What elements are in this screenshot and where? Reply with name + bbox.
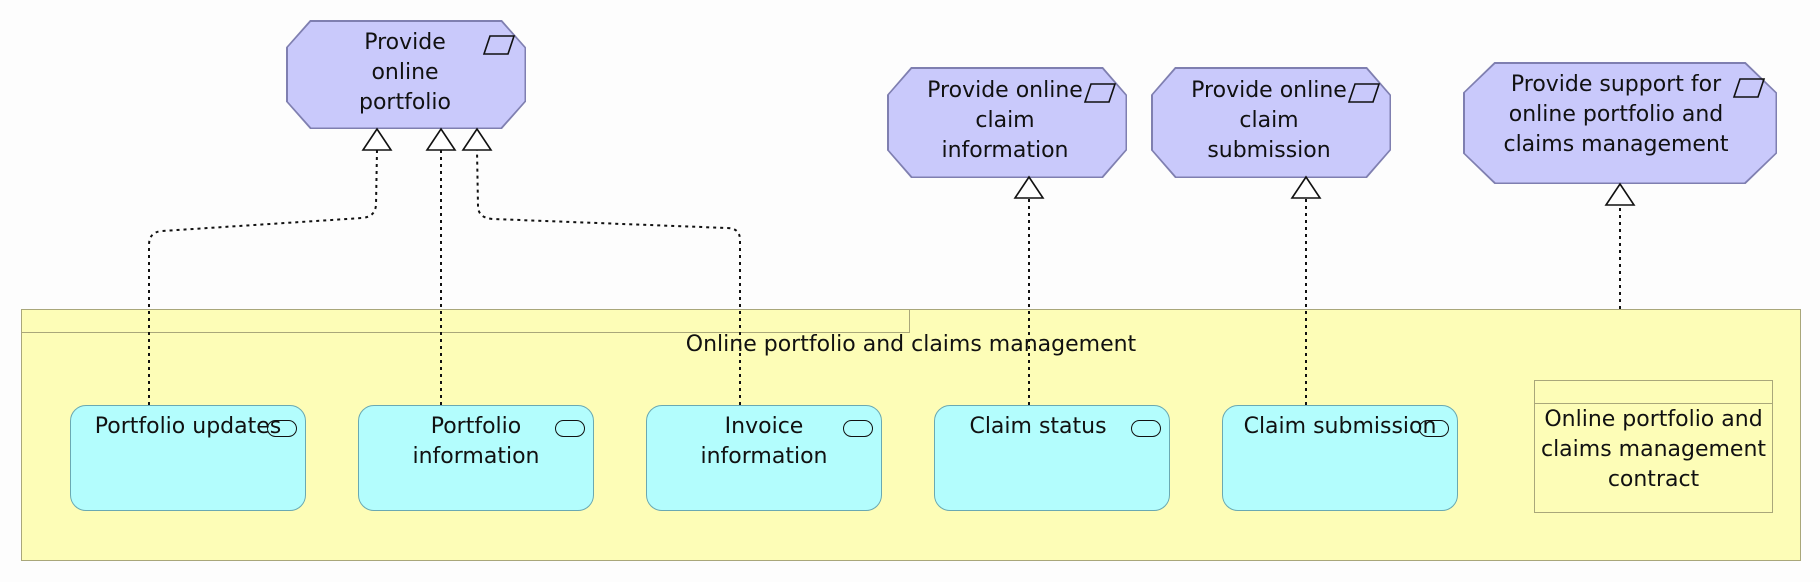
- application-service-label: Portfolio updates: [94, 414, 282, 439]
- application-service-portfolio-updates[interactable]: Portfolio updates: [70, 405, 306, 511]
- contract-label: Online portfolio and claims management c…: [1540, 407, 1767, 492]
- realization-arrowhead: [1013, 175, 1045, 199]
- business-service-icon: [1732, 78, 1766, 98]
- contract-divider: [1535, 403, 1772, 404]
- application-service-invoice-information[interactable]: Invoice information: [646, 405, 882, 511]
- business-service-label: Provide online portfolio: [359, 30, 451, 115]
- application-service-icon: [1131, 420, 1161, 437]
- realization-arrowhead: [461, 127, 493, 151]
- business-service-label: Provide online claim submission: [1191, 78, 1347, 163]
- application-service-label: Portfolio information: [412, 414, 540, 469]
- business-service-label: Provide online claim information: [927, 78, 1083, 163]
- business-service-label: Provide support for online portfolio and…: [1503, 72, 1729, 157]
- application-service-label: Claim submission: [1243, 414, 1437, 439]
- business-service-icon: [482, 35, 516, 55]
- realization-arrowhead: [1604, 182, 1636, 206]
- realization-line-invoice-information: [476, 149, 741, 405]
- application-component-title: Online portfolio and claims management: [685, 332, 1137, 357]
- application-component-box[interactable]: [21, 309, 1801, 561]
- application-service-icon: [1419, 420, 1449, 437]
- realization-arrowhead: [361, 127, 393, 151]
- realization-arrowhead: [1290, 175, 1322, 199]
- application-service-claim-status[interactable]: Claim status: [934, 405, 1170, 511]
- application-service-label: Invoice information: [700, 414, 828, 469]
- application-service-portfolio-information[interactable]: Portfolio information: [358, 405, 594, 511]
- contract-box[interactable]: Online portfolio and claims management c…: [1534, 380, 1773, 513]
- business-service-icon: [1083, 83, 1117, 103]
- application-service-claim-submission[interactable]: Claim submission: [1222, 405, 1458, 511]
- business-service-icon: [1347, 83, 1381, 103]
- application-service-icon: [267, 420, 297, 437]
- realization-arrowhead: [425, 127, 457, 151]
- application-service-icon: [843, 420, 873, 437]
- application-component-tab: [21, 309, 910, 333]
- realization-line-portfolio-updates: [148, 149, 378, 405]
- application-service-label: Claim status: [969, 414, 1107, 439]
- application-service-icon: [555, 420, 585, 437]
